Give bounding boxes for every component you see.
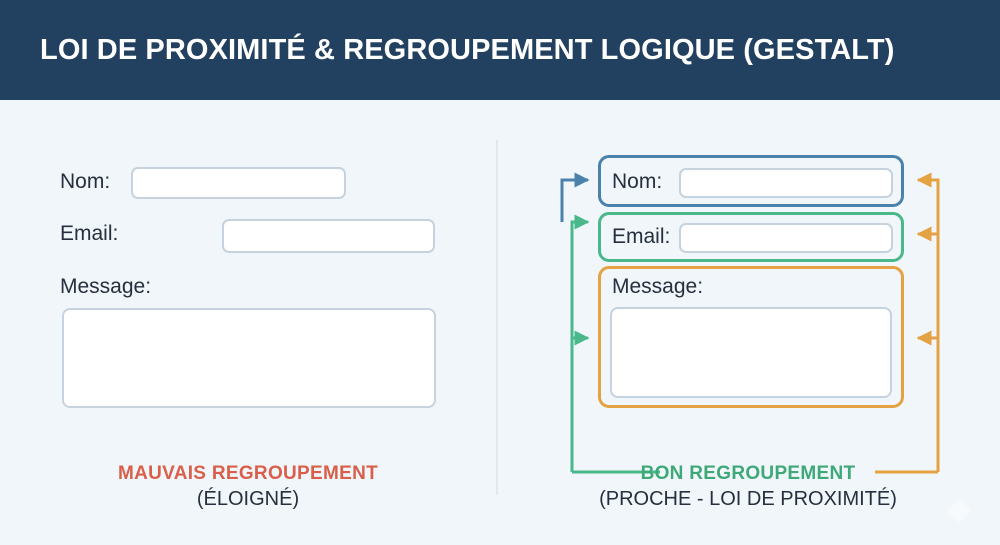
good-caption-title: BON REGROUPEMENT [640,463,856,484]
bad-caption-title: MAUVAIS REGROUPEMENT [117,463,379,484]
good-email-input[interactable] [679,223,893,253]
comparison-stage: Nom: Email: Message: Nom: Email: Message… [0,100,1000,545]
bad-message-textarea[interactable] [62,308,436,408]
good-grouping-panel: Nom: Email: Message: [496,100,1000,545]
bad-nom-label: Nom: [60,170,111,193]
bad-grouping-caption: MAUVAIS REGROUPEMENT (ÉLOIGNÉ) [0,463,496,511]
group-box-email [598,212,904,262]
good-email-label: Email: [612,225,671,248]
page-title: LOI DE PROXIMITÉ & REGROUPEMENT LOGIQUE … [40,33,895,66]
bad-caption-subtitle: (ÉLOIGNÉ) [196,488,300,510]
good-grouping-caption: BON REGROUPEMENT (PROCHE - LOI DE PROXIM… [496,463,1000,511]
good-message-label: Message: [612,275,704,298]
group-box-message [598,266,904,408]
bad-email-label: Email: [60,222,119,245]
page-header: LOI DE PROXIMITÉ & REGROUPEMENT LOGIQUE … [0,0,1000,100]
good-caption-subtitle: (PROCHE - LOI DE PROXIMITÉ) [599,488,897,510]
good-nom-label: Nom: [612,170,663,193]
good-message-textarea[interactable] [610,307,892,398]
diamond-icon [947,499,971,523]
group-box-nom [598,155,904,207]
good-nom-input[interactable] [679,168,893,198]
bad-email-input[interactable] [222,219,435,253]
panel-divider [496,140,498,495]
bad-grouping-panel: Nom: Email: Message: [0,100,496,545]
bad-nom-input[interactable] [131,167,346,199]
bad-message-label: Message: [60,275,152,298]
